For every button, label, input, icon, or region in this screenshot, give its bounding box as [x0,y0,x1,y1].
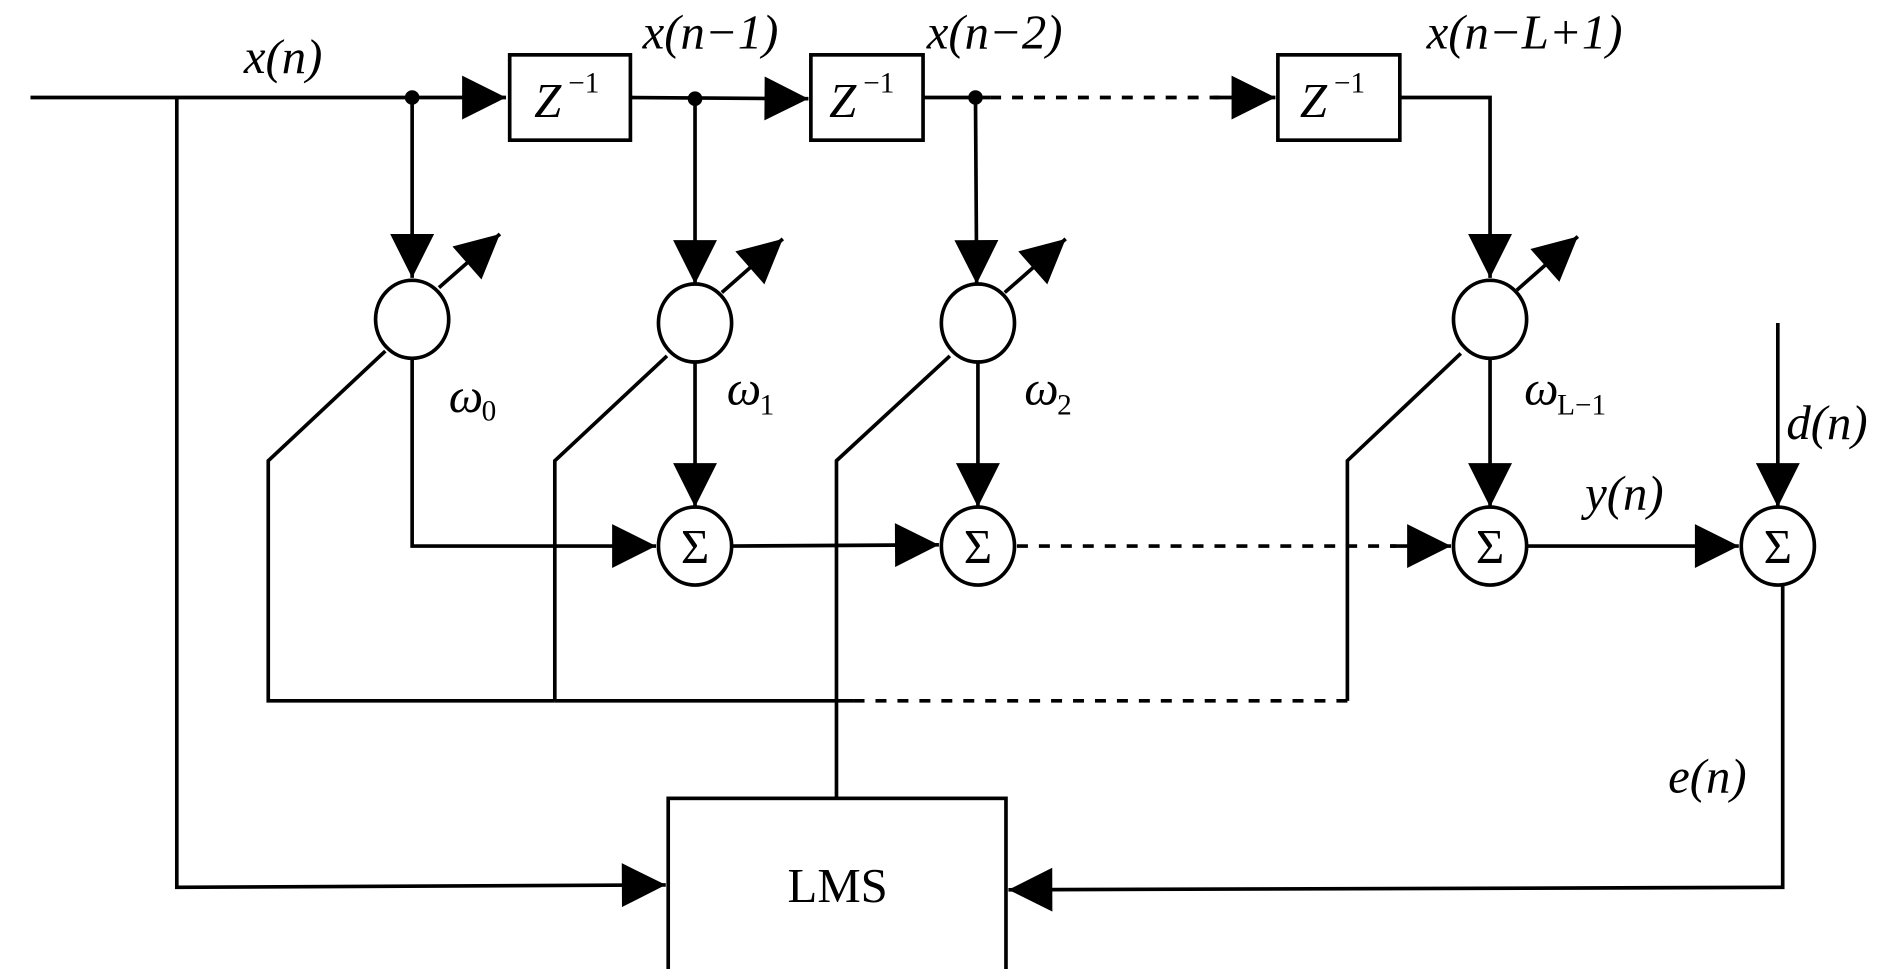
label-e-n: e(n) [1668,749,1747,803]
label-w0: ω0 [449,369,497,428]
tap-node [968,90,983,105]
tap-node [687,91,703,107]
svg-text:0: 0 [482,396,497,428]
svg-text:LMS: LMS [788,859,888,913]
weight-multiplier [373,278,451,361]
label-x-n-2: x(n−2) [926,6,1063,60]
svg-text:−1: −1 [568,68,599,100]
label-d-n: d(n) [1786,396,1867,450]
weight-multiplier [656,282,734,364]
svg-text:Σ: Σ [1764,520,1792,574]
label-x-n-L-1: x(n−L+1) [1426,6,1623,60]
svg-text:1: 1 [760,389,775,421]
label-y-n: y(n) [1580,466,1664,520]
svg-text:ω: ω [449,369,483,423]
svg-text:Z: Z [1300,74,1328,128]
svg-text:ω: ω [1524,362,1558,416]
delay-block: Z −1 [507,53,633,142]
summer: Σ [1451,505,1529,587]
lms-block: LMS [666,796,1008,969]
svg-text:Σ: Σ [681,520,709,574]
svg-text:Z: Z [534,74,562,128]
delay-block: Z −1 [1276,53,1402,142]
svg-text:2: 2 [1057,389,1072,421]
svg-text:ω: ω [1024,362,1058,416]
svg-text:Σ: Σ [1476,520,1504,574]
summer: Σ [939,505,1017,587]
svg-text:−1: −1 [1334,68,1365,100]
summer: Σ [1739,505,1817,587]
svg-text:Z: Z [829,74,857,128]
label-x-n-1: x(n−1) [642,6,779,60]
label-wL-1: ωL−1 [1524,362,1606,422]
label-x-n: x(n) [243,30,323,84]
svg-text:Σ: Σ [964,520,992,574]
weight-multiplier [939,282,1017,364]
signal-lines [30,75,1800,912]
label-w2: ω2 [1024,362,1072,422]
delay-block: Z −1 [809,53,925,142]
tap-node [404,90,420,105]
svg-text:L−1: L−1 [1557,389,1606,421]
svg-text:−1: −1 [863,68,894,100]
summer: Σ [656,505,734,587]
label-w1: ω1 [727,362,775,422]
weight-multiplier [1451,278,1529,361]
svg-text:ω: ω [727,362,761,416]
